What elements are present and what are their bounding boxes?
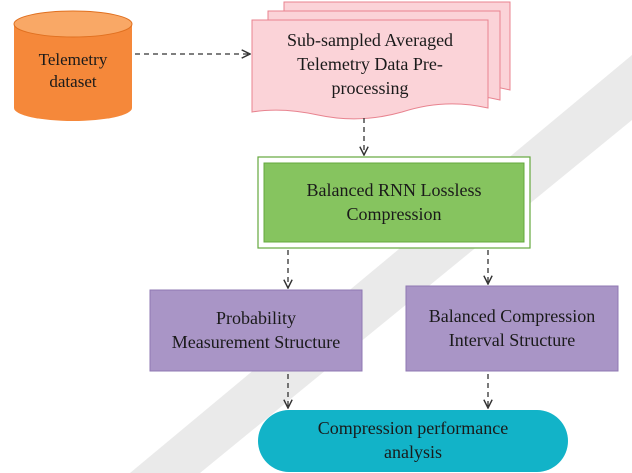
rnn-compression-label: Balanced RNN Lossless Compression [264,163,524,242]
preprocessing-line1: Sub-sampled Averaged [286,30,454,51]
telemetry-dataset-line1: Telemetry [38,49,108,69]
interval-structure-box [405,285,619,372]
telemetry-dataset-line2: dataset [49,72,97,91]
rnn-compression-line2: Compression [346,203,442,224]
probability-structure-line1: Probability [215,307,296,328]
interval-structure-label: Balanced Compression Interval Structure [406,286,618,371]
telemetry-dataset-label: Telemetry dataset [14,40,132,102]
preprocessing-line3: processing [331,77,409,98]
performance-analysis-line2: analysis [383,442,442,462]
performance-analysis-label: Compression performance analysis [258,413,568,469]
interval-structure-line2: Interval Structure [448,329,576,350]
performance-analysis-oval [258,410,568,472]
probability-structure-box [149,289,363,372]
rnn-compression-box [257,156,531,249]
preprocessing-line2: Telemetry Data Pre- [297,54,443,75]
probability-structure-label: Probability Measurement Structure [150,290,362,371]
preprocessing-document [251,1,511,120]
performance-analysis-line1: Compression performance [317,418,509,439]
probability-structure-line2: Measurement Structure [171,331,341,352]
telemetry-dataset-cylinder [13,10,133,121]
interval-structure-line1: Balanced Compression [428,305,596,326]
rnn-compression-line1: Balanced RNN Lossless [306,179,482,200]
preprocessing-label: Sub-sampled Averaged Telemetry Data Pre-… [255,24,485,106]
